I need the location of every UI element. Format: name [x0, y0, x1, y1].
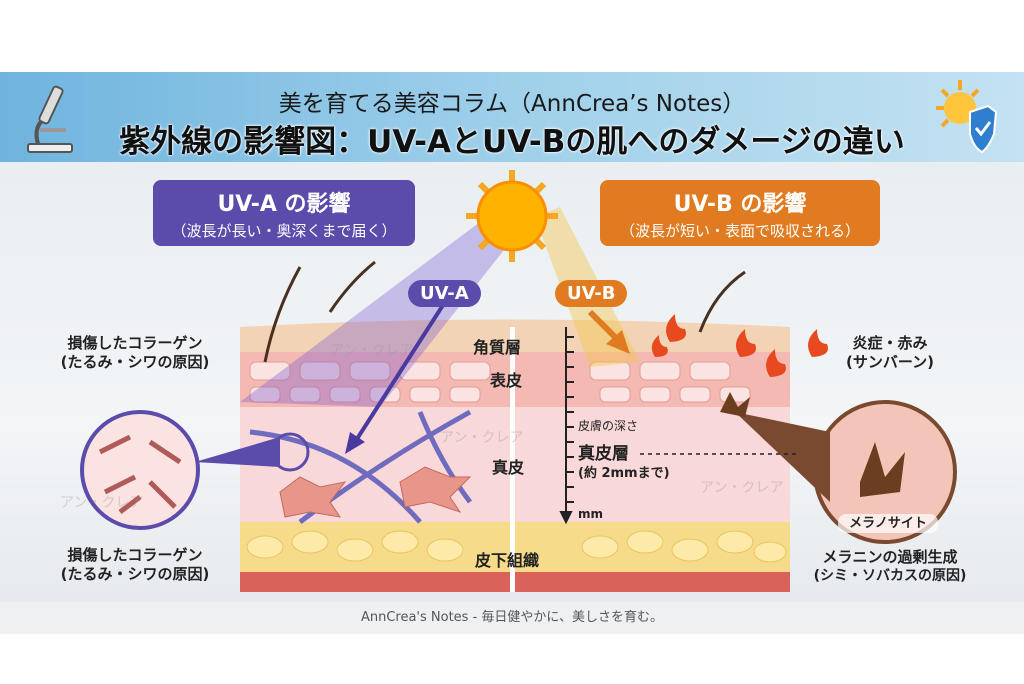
footer: AnnCrea's Notes - 毎日健やかに、美しさを育む。 [0, 602, 1024, 634]
melanocyte-label: メラノサイト [838, 514, 938, 533]
layer-dermis-label: 真皮 [492, 458, 525, 477]
depth-unit: mm [578, 507, 604, 521]
flame-icons [651, 314, 828, 377]
depth-caption: 皮膚の深さ [578, 419, 639, 433]
skin-illustration [80, 170, 957, 592]
melanin-label: メラニンの過剰生成(シミ・ソバカスの原因) [813, 548, 967, 584]
uva-heading-box: UV-A の影響 （波長が長い・奥深くまで届く） [153, 180, 415, 246]
inflammation-label: 炎症・赤み(サンバーン) [846, 334, 934, 371]
uvb-heading-box: UV-B の影響 （波長が短い・表面で吸収される） [600, 180, 880, 246]
diagram-area: UV-A の影響 （波長が長い・奥深くまで届く） UV-B の影響 （波長が短い… [0, 162, 1024, 602]
uvb-ray-label: UV-B [555, 280, 628, 307]
subtitle: 美を育てる美容コラム（AnnCrea’s Notes） [278, 91, 746, 117]
page-title: 紫外線の影響図：UV-AとUV-Bの肌へのダメージの違い [119, 124, 905, 160]
uvb-heading: UV-B の影響 [673, 192, 807, 217]
sun-shield-icon [936, 80, 998, 154]
watermark: アン・クレア [700, 480, 784, 496]
uva-beam [240, 207, 530, 407]
header-banner: 美を育てる美容コラム（AnnCrea’s Notes） 紫外線の影響図：UV-A… [0, 72, 1024, 162]
depth-value: (約 2mmまで) [578, 466, 670, 481]
collagen-label-top: 損傷したコラーゲン(たるみ・シワの原因) [60, 334, 210, 371]
depth-ruler [559, 327, 574, 525]
layer-stratum-label: 角質層 [473, 338, 522, 357]
collagen-label-bottom: 損傷したコラーゲン(たるみ・シワの原因) [60, 546, 210, 583]
uvb-subheading: （波長が短い・表面で吸収される） [619, 222, 860, 240]
center-divider [510, 327, 515, 592]
microscope-icon [27, 85, 73, 153]
watermark: アン・クレア [60, 495, 144, 511]
layer-subcutis-label: 皮下組織 [475, 551, 540, 570]
watermark: アン・クレア [330, 343, 414, 359]
sun-icon [466, 170, 558, 262]
uva-heading: UV-A の影響 [217, 192, 351, 217]
depth-dermis-label: 真皮層 [578, 444, 629, 464]
uva-ray-label: UV-A [408, 280, 481, 307]
watermark: アン・クレア [440, 430, 524, 446]
uva-arrow [353, 300, 447, 444]
uva-subheading: （波長が長い・奥深くまで届く） [171, 222, 397, 240]
layer-epidermis-label: 表皮 [490, 371, 523, 390]
